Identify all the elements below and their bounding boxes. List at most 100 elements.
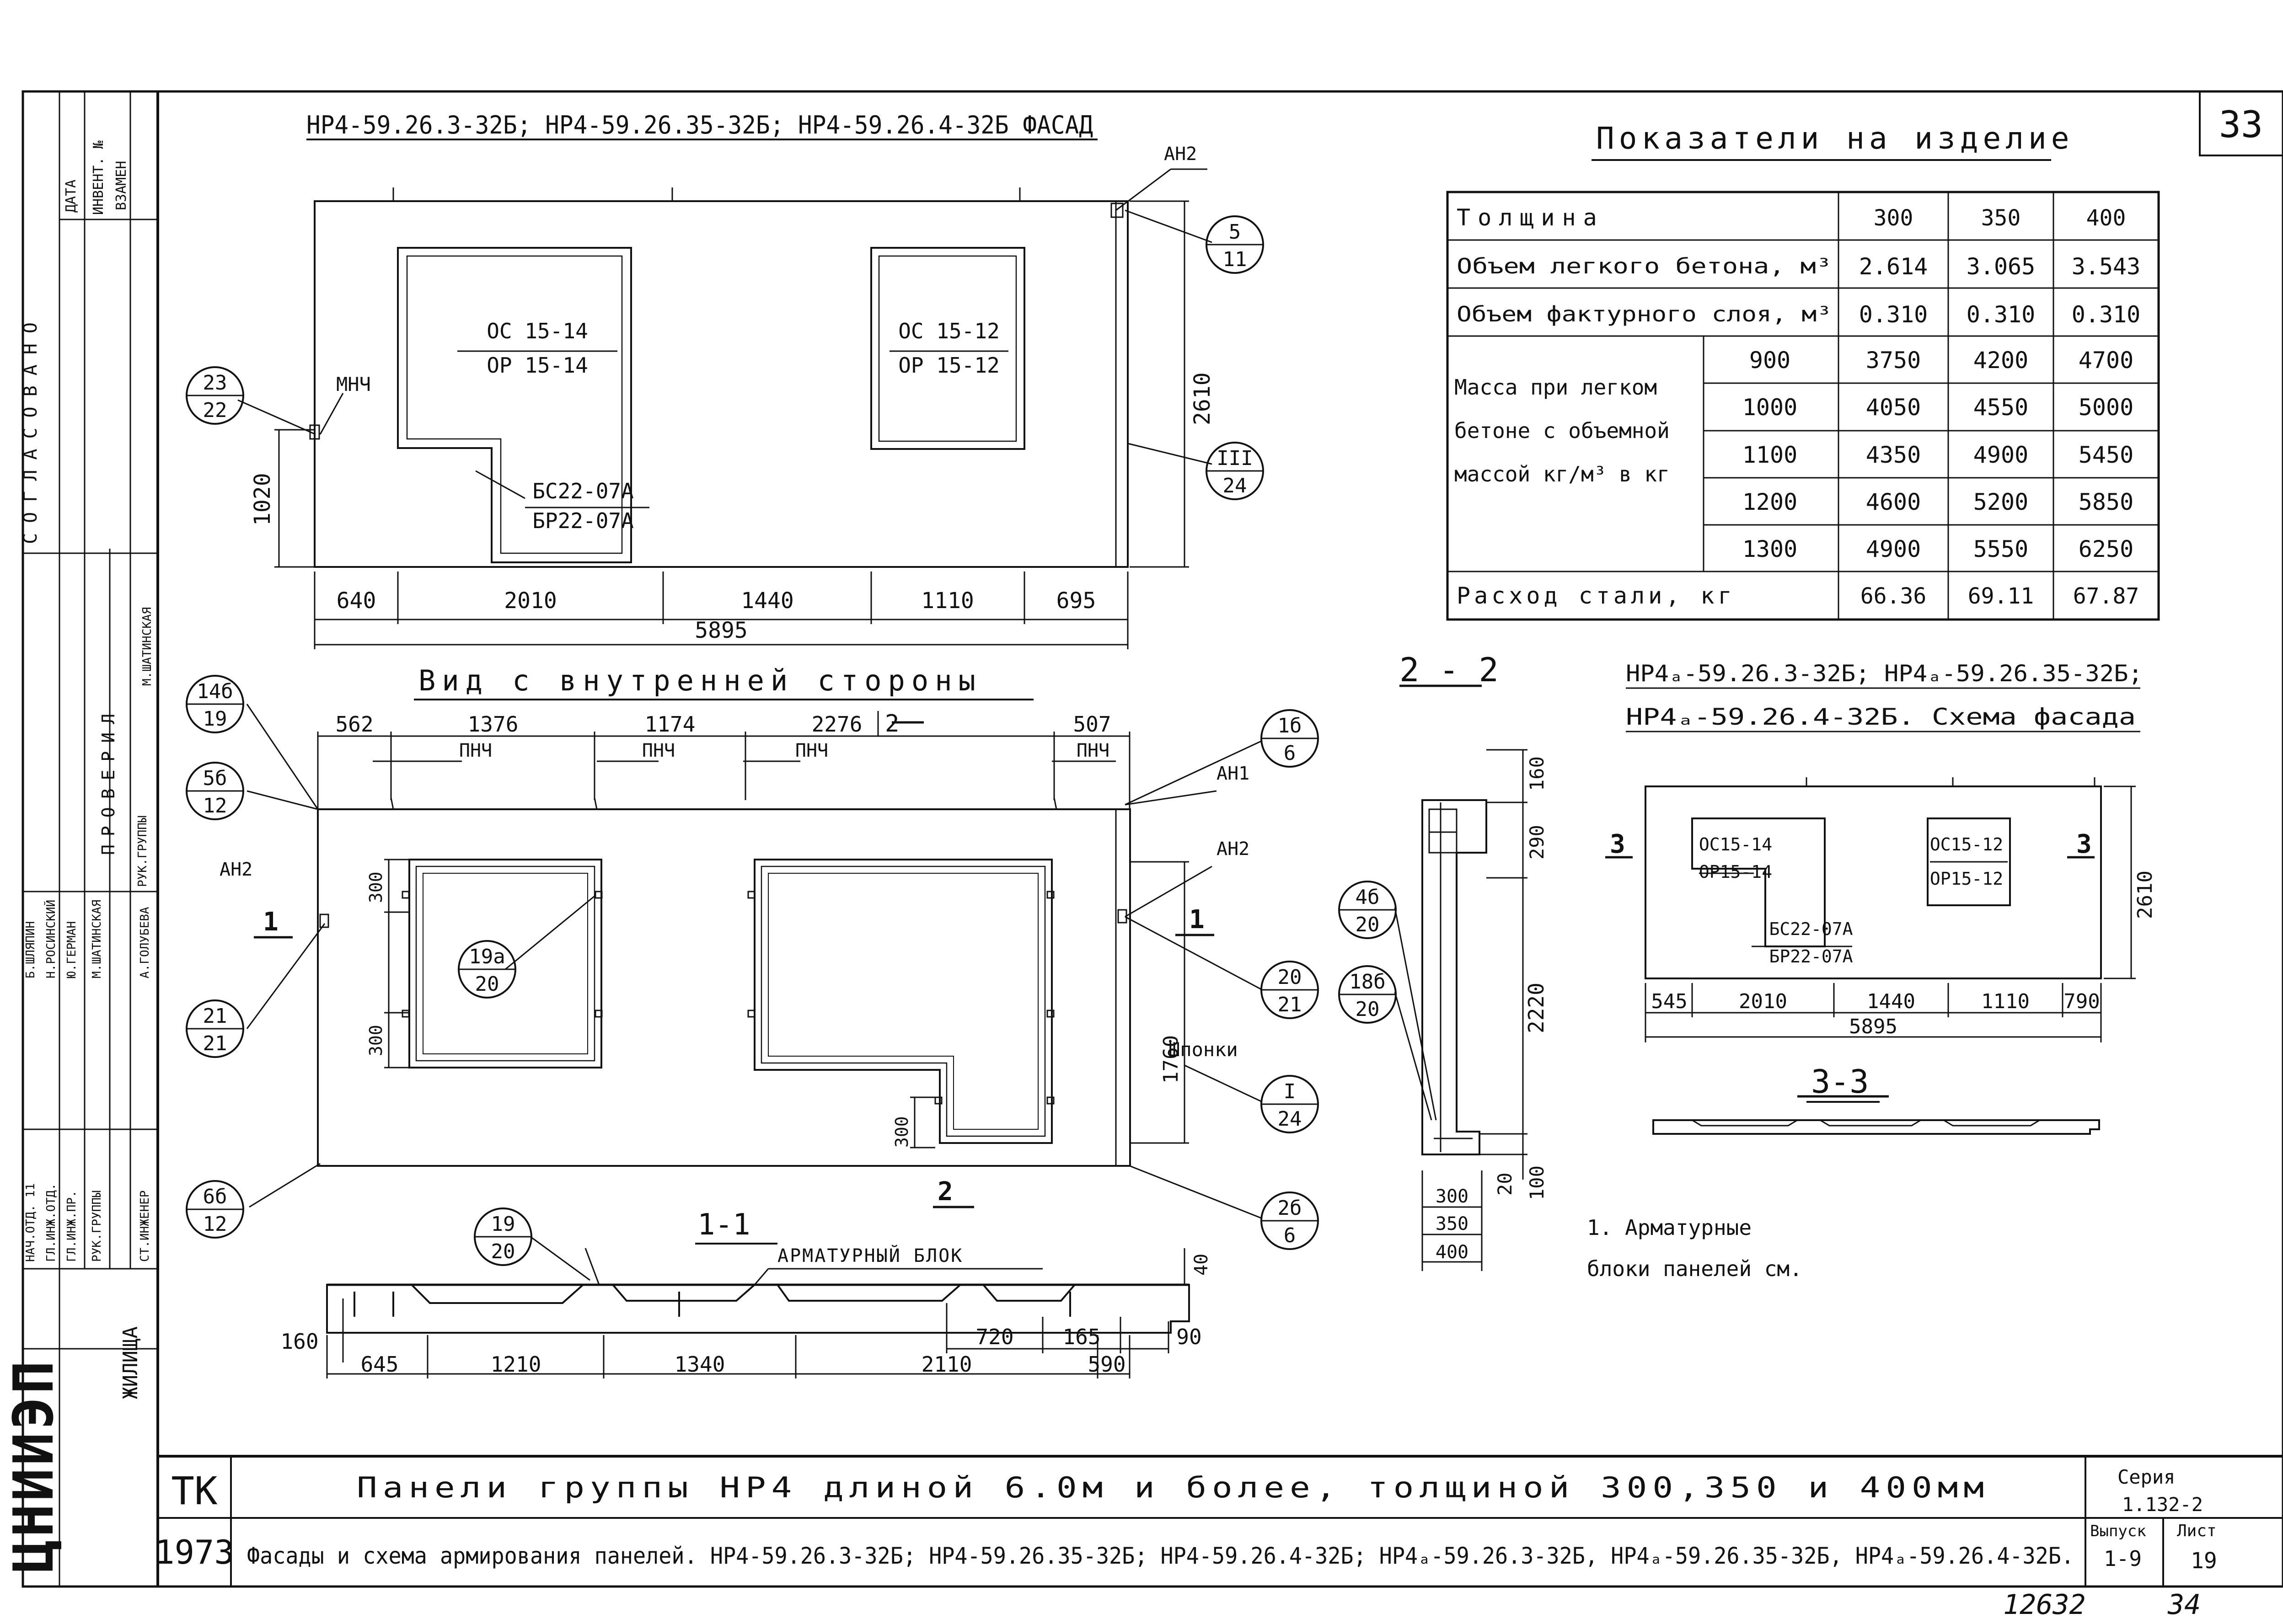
- sheet-number: 33: [2219, 103, 2263, 146]
- callout-III-24-bottom: 24: [1223, 474, 1247, 497]
- mass-row-0-val-2: 4700: [2079, 347, 2133, 374]
- callout-6b-12-bottom: 12: [203, 1213, 227, 1236]
- table-row-0-val-2: 3.543: [2072, 253, 2141, 280]
- mass-row-1-val-0: 4050: [1866, 394, 1921, 421]
- inner-panel-outline: [317, 808, 1131, 1167]
- sec22-thick-300: 300: [1436, 1186, 1468, 1207]
- sec22-thick-400: 400: [1436, 1242, 1468, 1263]
- stamp-name-4: А.ГОЛУБЕВА: [138, 907, 152, 978]
- callout-20-21-top: 20: [1278, 966, 1302, 989]
- facade-dim-2: 1440: [741, 588, 794, 614]
- table-row-1-val-0: 0.310: [1859, 301, 1928, 328]
- section-2-2-profile: [1421, 799, 1487, 1155]
- callout-I-24-bottom: 24: [1278, 1107, 1302, 1131]
- table-row-0-label: Объем легкого бетона, м³: [1457, 254, 1832, 278]
- note-text: 1. Арматурные блоки панелей см. лист 20: [1587, 1215, 1802, 1298]
- scheme-mark-right: 3: [2076, 829, 2092, 859]
- tb-issue: 1-9: [2104, 1546, 2142, 1571]
- facade-balcony-top: БС22-07А: [532, 479, 634, 503]
- mass-row-2-density: 1100: [1742, 442, 1797, 468]
- sec11-dim-0: 645: [360, 1352, 398, 1377]
- callout-21-21-bottom: 21: [203, 1032, 227, 1055]
- sec22-dim-160: 160: [1526, 756, 1548, 791]
- table-row-0-val-0: 2.614: [1859, 253, 1928, 280]
- tb-series: 1.132-2: [2122, 1493, 2203, 1516]
- table-row-1-val-1: 0.310: [1967, 301, 2036, 328]
- inner-window-left: [408, 859, 602, 1068]
- inner-an2-right-label: АН2: [1217, 839, 1249, 860]
- facade-dim-4: 695: [1056, 588, 1096, 614]
- scheme-title-2: НР4ₐ-59.26.4-32Б. Схема фасада: [1626, 704, 2136, 730]
- indicators-table-grid: [1446, 159, 2160, 732]
- sec22-dim-20: 20: [1494, 1172, 1516, 1196]
- scheme-drawing: [1605, 777, 2136, 1135]
- scheme-window-right-top: ОС15-12: [1930, 834, 2003, 855]
- callout-21-21-top: 21: [203, 1004, 227, 1028]
- facade-dim-0: 640: [337, 588, 376, 614]
- inner-dim-2: 1174: [645, 712, 696, 737]
- stamp-name-0: Б.ШЛЯПИН: [24, 921, 38, 978]
- facade-window-balcony: [397, 247, 632, 563]
- scheme-window-left-top: ОС15-14: [1699, 834, 1772, 855]
- callout-23-22-bottom: 22: [203, 399, 227, 422]
- scheme-dim-total: 5895: [1849, 1015, 1897, 1038]
- inner-an1-label: АН1: [1217, 763, 1249, 784]
- facade-drawing: [237, 168, 1212, 649]
- inner-dim-300-b: 300: [366, 1025, 386, 1056]
- callout-19a-20-bottom: 20: [475, 972, 499, 996]
- inner-section-mark-2-bottom: 2: [938, 1177, 953, 1207]
- callout-I-24-top: I: [1284, 1080, 1296, 1103]
- callout-circles: [186, 215, 1397, 1266]
- callout-5-11-bottom: 11: [1223, 248, 1247, 271]
- scheme-balcony-top: БС22-07А: [1769, 919, 1853, 939]
- inner-view-title: Вид с внутренней стороны: [418, 664, 982, 697]
- tb-line1: Панели группы НР4 длиной 6.0м и более, т…: [357, 1471, 1989, 1504]
- inner-dim-1: 1376: [468, 712, 519, 737]
- mass-row-1-density: 1000: [1742, 394, 1797, 421]
- inner-dim-3: 2276: [812, 712, 863, 737]
- scheme-mark-left: 3: [1610, 829, 1625, 859]
- inner-section-mark-right: 1: [1189, 905, 1205, 935]
- table-steel-val-1: 69.11: [1968, 583, 2034, 609]
- facade-window-left-top: ОС 15-14: [487, 319, 588, 343]
- inner-shponki-label: Шпонки: [1168, 1038, 1238, 1061]
- facade-height: 2610: [1190, 372, 1215, 425]
- section-2-2-label: 2 - 2: [1399, 651, 1499, 689]
- callout-20-21-bottom: 21: [1278, 993, 1302, 1016]
- tb-year: 1973: [155, 1533, 234, 1571]
- sec22-thick-350: 350: [1436, 1213, 1468, 1234]
- mass-row-3-val-1: 5200: [1973, 489, 2028, 515]
- table-steel-val-2: 67.87: [2073, 583, 2139, 609]
- sec11-upper-2: 90: [1176, 1325, 1201, 1349]
- facade-title: НР4-59.26.3-32Б; НР4-59.26.35-32Б; НР4-5…: [306, 111, 1093, 139]
- sec11-dim-4: 590: [1088, 1352, 1125, 1377]
- table-row-1-label: Объем фактурного слоя, м³: [1457, 302, 1832, 326]
- table-steel-label: Расход стали, кг: [1457, 582, 1736, 609]
- mass-row-2-val-2: 5450: [2079, 442, 2133, 468]
- scheme-window-right-bottom: ОР15-12: [1930, 869, 2003, 889]
- inner-pnch-3: ПНЧ: [795, 740, 828, 761]
- scheme-dim-2: 1440: [1867, 990, 1915, 1013]
- section-1-1-title: 1-1: [697, 1208, 750, 1242]
- sheet-number-box: [2199, 91, 2283, 156]
- section-1-1-profile: [326, 1284, 1190, 1334]
- callout-5b-12-top: 5б: [203, 767, 227, 790]
- scheme-window-left-bottom: ОР15-14: [1699, 862, 1772, 882]
- sec11-right: 40: [1191, 1254, 1212, 1276]
- inner-section-mark-2-top: 2: [885, 710, 899, 737]
- mass-row-1-val-1: 4550: [1973, 394, 2028, 421]
- table-thickness-400: 400: [2086, 205, 2126, 231]
- scheme-title-1: НР4ₐ-59.26.3-32Б; НР4ₐ-59.26.35-32Б;: [1626, 660, 2143, 687]
- stamp-role-0: НАЧ.ОТД. 11: [24, 1183, 38, 1262]
- tb-sheet: 19: [2191, 1548, 2217, 1574]
- callout-18b-20-top: 18б: [1349, 970, 1385, 994]
- inner-dim-300-a: 300: [366, 871, 386, 903]
- section-3-3-profile: [1652, 1119, 2100, 1135]
- stamp-org-sub: ЖИЛИЩА: [119, 1326, 142, 1399]
- stamp-header-date: ДАТА: [63, 180, 79, 213]
- callout-19a-20-top: 19а: [469, 945, 505, 968]
- sec22-dim-100: 100: [1526, 1165, 1548, 1200]
- scheme-dim-1: 2010: [1739, 990, 1787, 1013]
- tb-issue-label: Выпуск: [2090, 1522, 2146, 1540]
- callout-2b-6-bottom: 6: [1284, 1224, 1296, 1247]
